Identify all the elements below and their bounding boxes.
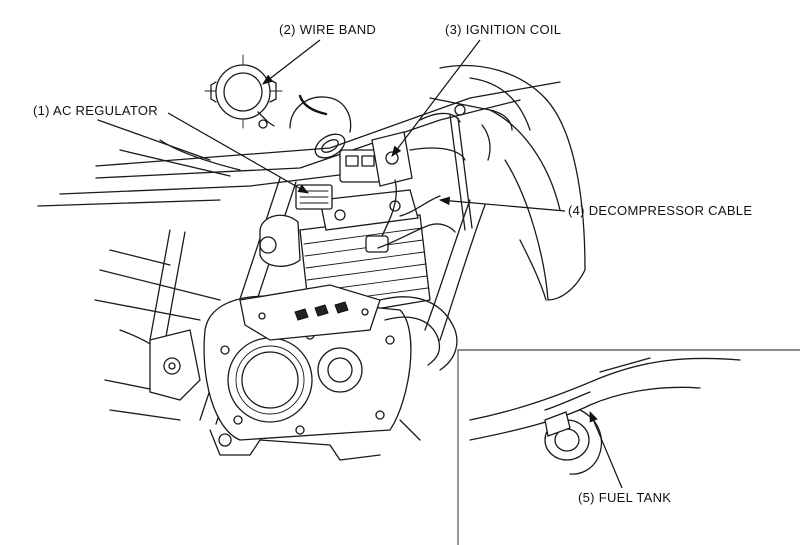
fuel-tank-label: (5) FUEL TANK [578,490,672,505]
frame [37,64,586,425]
decompressor-cable-leader [438,196,566,212]
fuel-tank-leader [589,411,623,489]
decompressor-cable-label: (4) DECOMPRESSOR CABLE [568,203,753,218]
wire-band-detail-bubble [289,94,352,159]
fuel-tank-inset [457,349,800,545]
ac-regulator-label: (1) AC REGULATOR [33,103,158,118]
exhaust-heat-shield [239,284,458,371]
leader-lines [167,39,623,489]
regulator-and-coil [259,97,513,267]
wire-band-inset [204,54,283,129]
wire-band-leader [262,39,321,85]
wire-band-label: (2) WIRE BAND [279,22,377,37]
ignition-coil-label: (3) IGNITION COIL [445,22,562,37]
ac-regulator-leader [167,112,309,194]
ignition-coil-leader [391,39,481,157]
